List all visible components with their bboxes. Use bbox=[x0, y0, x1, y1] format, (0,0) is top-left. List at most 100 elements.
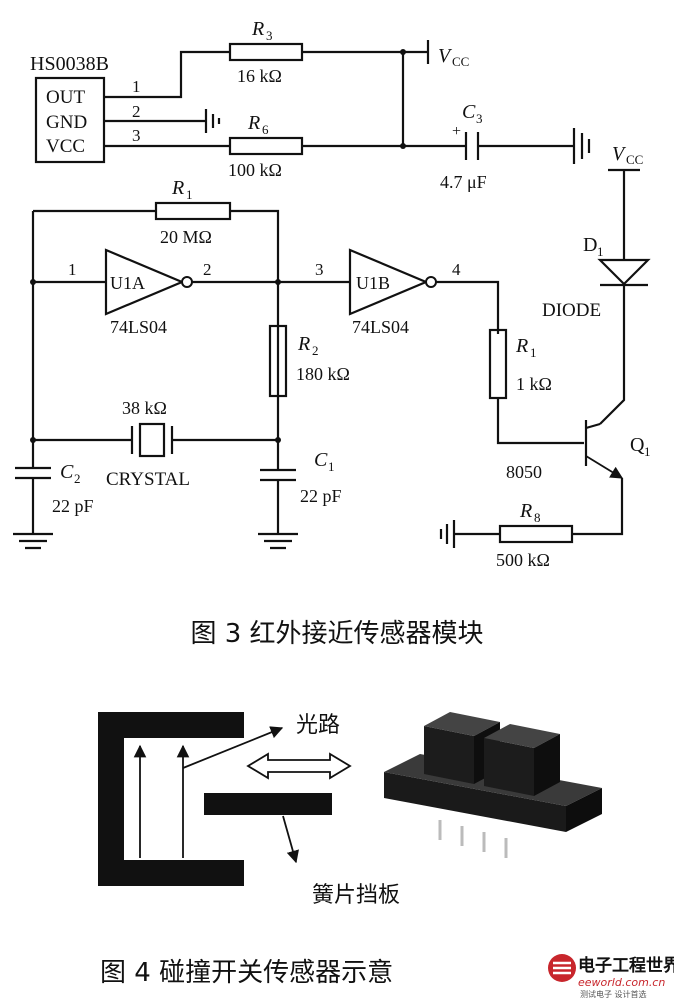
figure-3-caption: 图 3 红外接近传感器模块 bbox=[190, 619, 483, 649]
r3-resistor bbox=[228, 42, 304, 62]
u1b-part: 74LS04 bbox=[352, 317, 409, 337]
ground-symbol-r8 bbox=[439, 520, 456, 548]
c3-label: C bbox=[462, 101, 476, 123]
ground-symbol-c3 bbox=[572, 128, 591, 164]
c3-label-sub: 3 bbox=[476, 111, 483, 126]
r3-value: 16 kΩ bbox=[237, 66, 282, 86]
eeworld-watermark: 电子工程世界 eeworld.com.cn 测试电子 设计首选 bbox=[548, 954, 674, 999]
emitter-to-r8-wire bbox=[572, 478, 624, 536]
u1a-inverter bbox=[104, 248, 185, 316]
c1-capacitor bbox=[260, 468, 296, 482]
sensor-base-front bbox=[384, 772, 566, 832]
c1-label-sub: 1 bbox=[328, 459, 335, 474]
crystal-label: CRYSTAL bbox=[106, 469, 190, 490]
movement-double-arrow bbox=[246, 752, 352, 780]
c2-label: C bbox=[60, 461, 74, 483]
sensor-tower-right-top bbox=[484, 724, 560, 748]
vcc-top-label: V bbox=[438, 45, 453, 67]
watermark-site: eeworld.com.cn bbox=[578, 976, 665, 989]
r1-base-resistor bbox=[488, 328, 508, 400]
r2-label: R bbox=[297, 333, 310, 355]
u1a-pin-out: 2 bbox=[203, 260, 212, 279]
hs0038b-label: HS0038B bbox=[30, 53, 109, 75]
collision-switch-diagram: 光路 簧片挡板 bbox=[98, 712, 602, 908]
r6-value: 100 kΩ bbox=[228, 160, 282, 180]
q1-label: Q bbox=[630, 434, 645, 456]
r8-label-sub: 8 bbox=[534, 510, 541, 525]
r2-value: 180 kΩ bbox=[296, 364, 350, 384]
light-path-pointer bbox=[182, 726, 284, 769]
sensor-tower-right-side bbox=[534, 734, 560, 796]
u1b-output-wire bbox=[436, 280, 500, 334]
r1-to-base-wire bbox=[496, 398, 584, 445]
r6-label: R bbox=[247, 112, 260, 134]
ground-symbol-c1 bbox=[258, 532, 298, 550]
pin-1-number: 1 bbox=[132, 77, 141, 96]
reed-pointer bbox=[282, 815, 299, 864]
hs0038b-module: HS0038B OUT GND VCC 1 2 3 bbox=[30, 53, 141, 164]
r1-feedback-label: R bbox=[171, 177, 184, 199]
r3-label-sub: 3 bbox=[266, 28, 273, 43]
sensor-tower-right-front bbox=[484, 738, 534, 796]
reed-baffle bbox=[204, 793, 332, 815]
watermark-name: 电子工程世界 bbox=[578, 955, 674, 976]
r6-label-sub: 6 bbox=[262, 122, 269, 137]
pin-3-number: 3 bbox=[132, 126, 141, 145]
r2-resistor bbox=[268, 324, 288, 398]
ground-symbol-c2 bbox=[13, 532, 53, 550]
u1a-bubble bbox=[181, 276, 193, 288]
vcc-right-label-sub: CC bbox=[626, 152, 643, 167]
r8-value: 500 kΩ bbox=[496, 550, 550, 570]
pin-vcc-label: VCC bbox=[46, 136, 85, 157]
light-path-label: 光路 bbox=[296, 713, 340, 738]
sensor-base-side bbox=[566, 788, 602, 832]
crystal-body bbox=[138, 422, 166, 458]
sensor-pins bbox=[438, 820, 508, 858]
diode-label: DIODE bbox=[542, 300, 601, 321]
r1-feedback-value: 20 MΩ bbox=[160, 227, 212, 247]
sensor-tower-left-top bbox=[424, 712, 500, 736]
crystal-plates bbox=[130, 426, 174, 454]
ground-symbol-hs bbox=[204, 109, 221, 133]
photo-interrupter-sensor bbox=[384, 712, 602, 858]
r1-feedback-right-wire bbox=[230, 209, 280, 440]
pin-gnd-label: GND bbox=[46, 112, 87, 133]
u-bracket bbox=[98, 712, 244, 886]
c1-value: 22 pF bbox=[300, 486, 342, 506]
c3-capacitor bbox=[464, 132, 480, 160]
c2-label-sub: 2 bbox=[74, 471, 81, 486]
d1-label-sub: 1 bbox=[597, 244, 604, 259]
u1b-pin-out: 4 bbox=[452, 260, 461, 279]
c2-capacitor bbox=[15, 466, 51, 480]
r1-base-label-sub: 1 bbox=[530, 345, 537, 360]
r3-label: R bbox=[251, 18, 264, 40]
u1a-pin-in: 1 bbox=[68, 260, 77, 279]
pin-out-label: OUT bbox=[46, 87, 85, 108]
junction-dot bbox=[400, 143, 406, 149]
r1-base-label: R bbox=[515, 335, 528, 357]
junction-dot bbox=[275, 279, 281, 285]
u1b-pin-in: 3 bbox=[315, 260, 324, 279]
c3-value: 4.7 μF bbox=[440, 172, 487, 192]
r8-resistor bbox=[498, 524, 574, 544]
q1-collector bbox=[585, 422, 601, 430]
d1-label: D bbox=[583, 234, 597, 256]
vcc-right-label: V bbox=[612, 143, 627, 165]
q1-emitter bbox=[585, 455, 624, 479]
ir-proximity-circuit: HS0038B OUT GND VCC 1 2 3 R 3 16 kΩ V CC… bbox=[13, 18, 651, 570]
u1b-inverter bbox=[348, 248, 429, 316]
r8-label: R bbox=[519, 500, 532, 522]
r2-label-sub: 2 bbox=[312, 343, 319, 358]
r6-resistor bbox=[228, 136, 304, 156]
reed-label: 簧片挡板 bbox=[312, 883, 400, 908]
r1-feedback-label-sub: 1 bbox=[186, 187, 193, 202]
eeworld-logo-stripes bbox=[553, 961, 571, 975]
u1a-part: 74LS04 bbox=[110, 317, 167, 337]
u1a-label: U1A bbox=[110, 273, 145, 293]
c1-label: C bbox=[314, 449, 328, 471]
q1-part: 8050 bbox=[506, 462, 542, 482]
sensor-tower-left-front bbox=[424, 726, 474, 784]
out-wire bbox=[104, 50, 230, 99]
u1b-bubble bbox=[425, 276, 437, 288]
